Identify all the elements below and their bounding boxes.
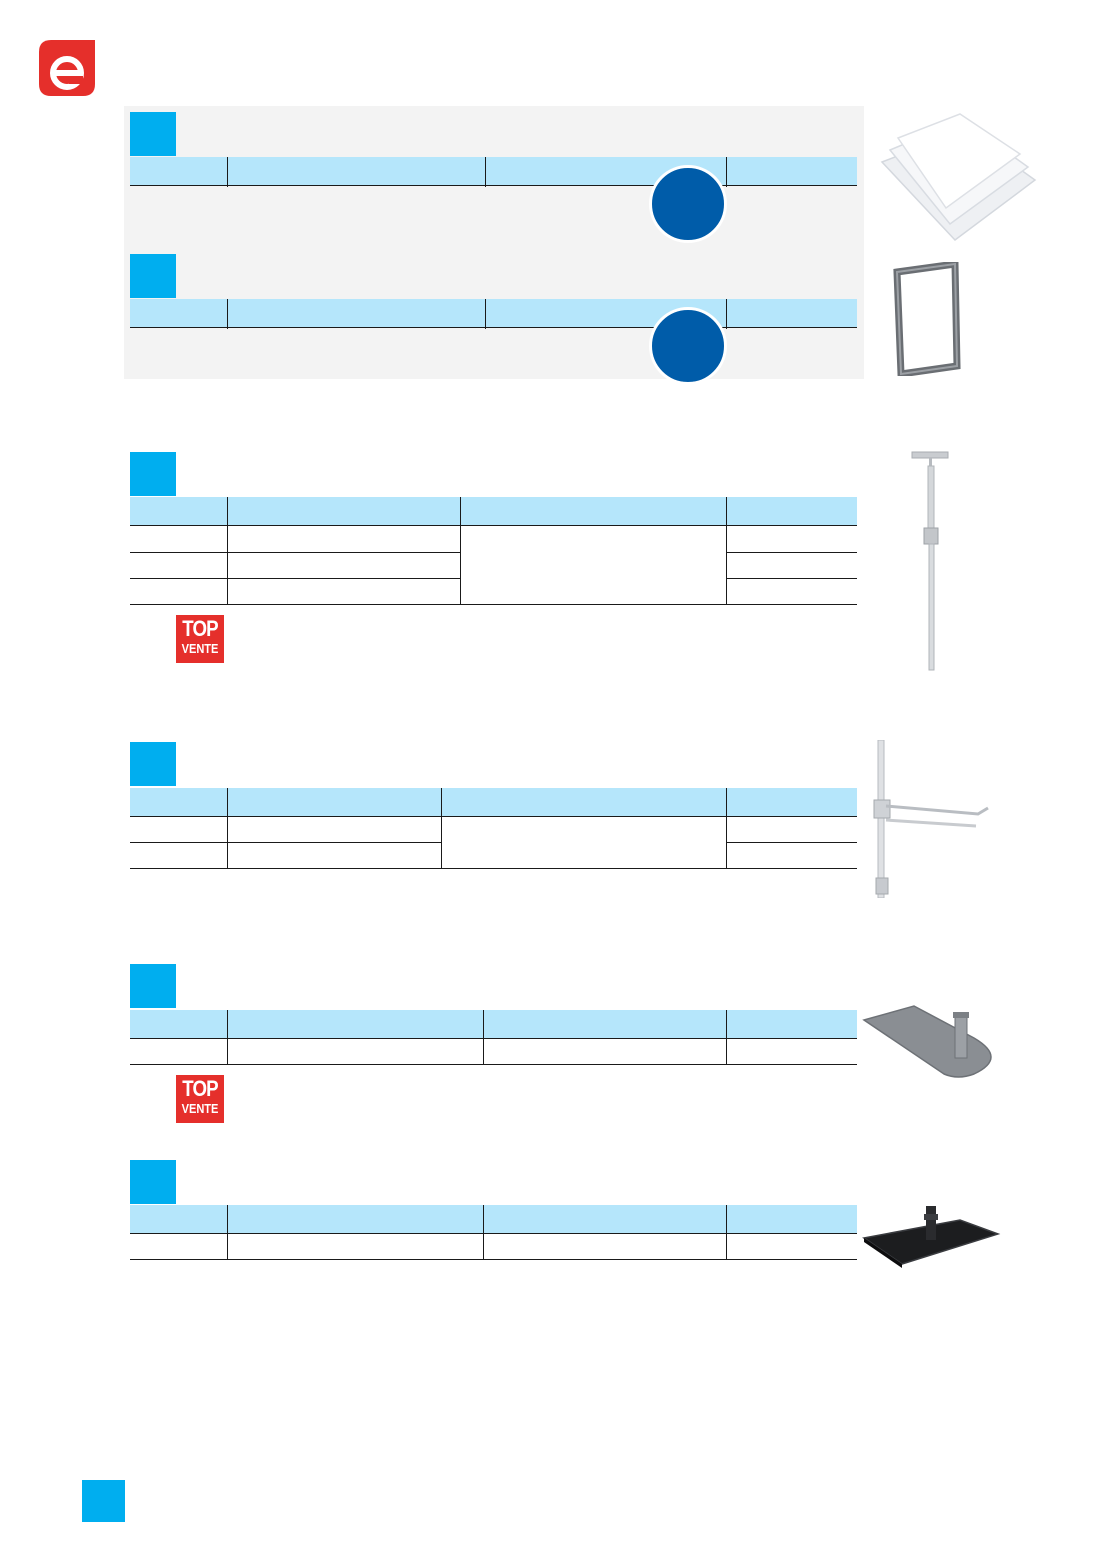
table-header: [130, 157, 857, 186]
column-divider: [726, 157, 728, 187]
badge-line1: TOP: [182, 1076, 218, 1101]
telescopic-pole-image: [911, 451, 949, 671]
base-rect-image: [862, 1206, 1001, 1268]
badge-line1: TOP: [182, 616, 218, 641]
table-header: [130, 299, 857, 328]
row-divider: [130, 842, 441, 844]
top-vente-badge: TOP VENTE: [176, 615, 224, 663]
section-marker: [130, 112, 176, 156]
section-marker: [130, 742, 176, 786]
column-divider: [227, 497, 229, 605]
top-vente-badge: TOP VENTE: [176, 1075, 224, 1123]
column-divider: [227, 1010, 229, 1065]
column-divider: [483, 1205, 485, 1260]
column-divider: [726, 1205, 728, 1260]
row-divider: [130, 1259, 857, 1261]
badge-line2: VENTE: [181, 1101, 219, 1116]
section-marker: [130, 1160, 176, 1204]
column-divider: [227, 299, 229, 329]
column-divider: [726, 788, 728, 869]
row-divider: [726, 842, 857, 844]
column-divider: [227, 1205, 229, 1260]
table-header: [130, 788, 857, 817]
column-divider: [726, 497, 728, 605]
row-divider: [130, 868, 857, 870]
feature-circle: [649, 165, 727, 243]
column-divider: [485, 157, 487, 187]
hook-image: [873, 740, 989, 898]
table-header: [130, 497, 857, 526]
frame-image: [893, 262, 961, 376]
row-divider: [130, 578, 460, 580]
highlight-panel: [124, 106, 864, 379]
feature-circle: [649, 307, 727, 385]
column-divider: [441, 788, 443, 869]
table-header: [130, 1010, 857, 1039]
column-divider: [726, 1010, 728, 1065]
column-divider: [227, 788, 229, 869]
column-divider: [485, 299, 487, 329]
column-divider: [726, 299, 728, 329]
logo-e-icon: [39, 40, 95, 96]
table-header: [130, 1205, 857, 1234]
column-divider: [227, 157, 229, 187]
section-marker: [130, 254, 176, 298]
column-divider: [483, 1010, 485, 1065]
row-divider: [130, 1064, 857, 1066]
section-marker: [130, 964, 176, 1008]
row-divider: [130, 604, 857, 606]
row-divider: [130, 552, 460, 554]
base-oval-image: [862, 1005, 992, 1078]
sheet-protectors-image: [880, 113, 1037, 242]
row-divider: [726, 578, 857, 580]
section-marker: [130, 452, 176, 496]
row-divider: [726, 552, 857, 554]
column-divider: [460, 497, 462, 605]
badge-line2: VENTE: [181, 641, 219, 656]
page-number-tab: [82, 1480, 125, 1522]
